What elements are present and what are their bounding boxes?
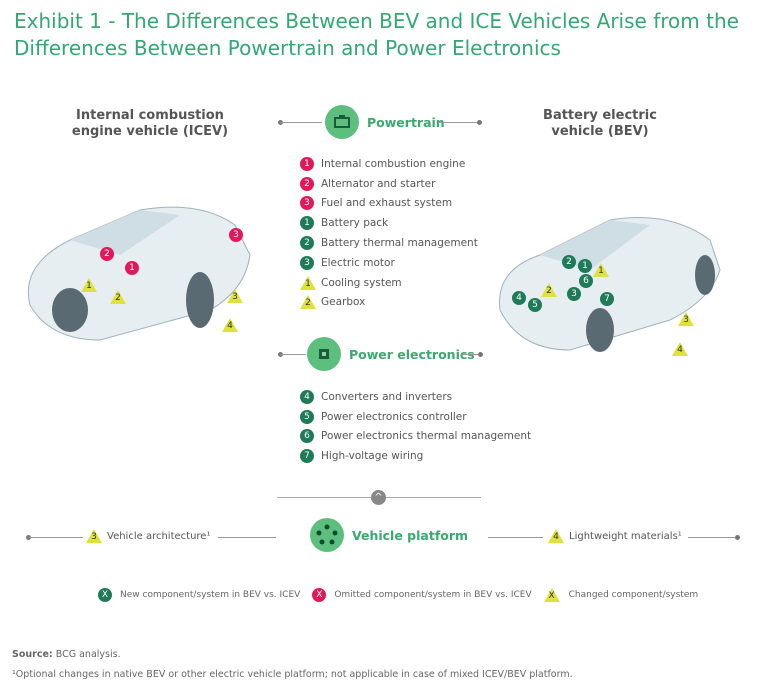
bev-marker-4: 4 [512,291,526,305]
icev-marker-omitted-1: 1 [125,261,139,275]
power-electronics-label: Power electronics [349,346,475,362]
bev-title: Battery electric vehicle (BEV) [543,108,657,139]
bev-marker-changed-2: 2 [541,283,557,297]
vehicle-platform-header: Vehicle platform [310,518,468,552]
vehicle-platform-label: Vehicle platform [352,527,469,543]
powertrain-label: Powertrain [367,114,445,130]
icev-car-image [27,206,251,341]
bev-car-image [499,217,721,352]
bev-marker-changed-4: 4 [672,342,688,356]
icev-marker-changed-4: 4 [222,318,238,332]
bev-marker-1: 1 [578,259,592,273]
bev-marker-7: 7 [600,292,614,306]
footnote: ¹Optional changes in native BEV or other… [12,669,573,680]
icev-marker-changed-1: 1 [81,278,97,292]
chevron-up-icon[interactable]: ^ [371,490,386,505]
chip-icon [307,337,341,371]
icev-title: Internal combustion engine vehicle (ICEV… [71,108,229,139]
bev-marker-changed-1: 1 [593,263,609,277]
bev-marker-changed-3: 3 [678,312,694,326]
bev-marker-3: 3 [567,287,581,301]
icev-marker-changed-2: 2 [110,290,126,304]
source-note: Source: BCG analysis. [12,649,121,660]
icev-marker-omitted-3: 3 [229,228,243,242]
powertrain-header: Powertrain [325,105,445,139]
bev-marker-6: 6 [579,274,593,288]
engine-icon [325,105,359,139]
icev-marker-omitted-2: 2 [100,247,114,261]
power-electronics-header: Power electronics [307,337,475,371]
bev-marker-2: 2 [562,255,576,269]
bev-marker-5: 5 [528,298,542,312]
platform-icon [310,518,344,552]
exhibit-title: Exhibit 1 - The Differences Between BEV … [14,9,739,60]
icev-marker-changed-3: 3 [227,289,243,303]
